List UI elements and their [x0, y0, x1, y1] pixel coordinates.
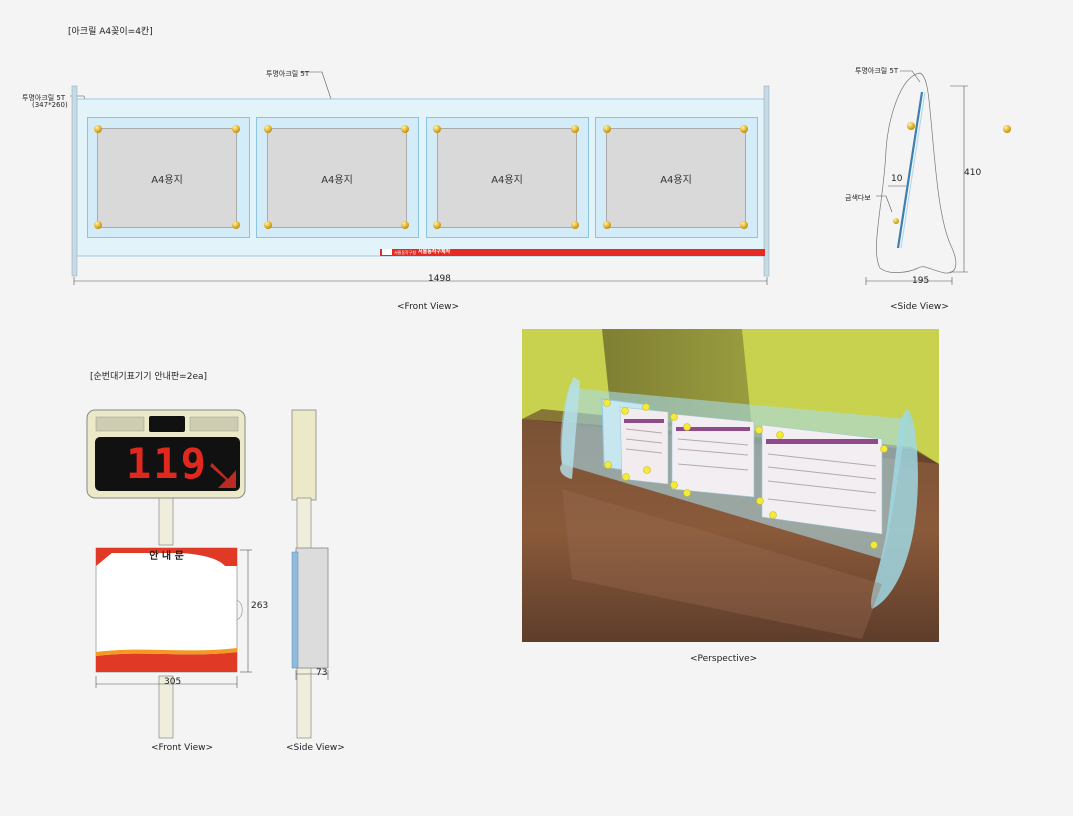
holder-title: [아크릴 A4꽂이=4칸]: [68, 27, 153, 37]
label-left-size: (347*260): [32, 101, 68, 109]
gold-pin: [232, 221, 240, 229]
label-top-acrylic: 투명아크릴 5T: [266, 70, 310, 78]
gold-pin: [740, 125, 748, 133]
gold-pin: [740, 221, 748, 229]
gold-pin: [603, 125, 611, 133]
gold-pin: [893, 218, 899, 224]
gold-pin: [1003, 125, 1011, 133]
width-dimension: 1498: [428, 274, 451, 284]
front-view-caption: <Front View>: [397, 302, 460, 312]
side-label-acrylic: 투명아크릴 5T: [855, 67, 899, 75]
perspective-render: [522, 329, 939, 642]
gold-pin: [401, 221, 409, 229]
notice-height-dimension: 263: [251, 601, 269, 611]
perspective-image: [522, 329, 939, 642]
brand-text: 서울동작구제작: [418, 249, 451, 255]
gold-pin: [571, 125, 579, 133]
paper-2: A4용지: [267, 128, 407, 228]
gold-pin: [603, 221, 611, 229]
base-dimension: 195: [912, 276, 930, 286]
notice-width-dimension: 305: [164, 677, 182, 687]
queue-board-title: [순번대기표기기 안내판=2ea]: [90, 372, 208, 382]
height-dimension: 410: [964, 168, 982, 178]
gold-pin: [401, 125, 409, 133]
gold-pin: [571, 221, 579, 229]
gold-pin: [907, 122, 915, 130]
gold-standoff-label: 금색다보: [845, 194, 871, 202]
paper-4: A4용지: [606, 128, 746, 228]
side-view-caption: <Side View>: [890, 302, 949, 312]
perspective-caption: <Perspective>: [690, 654, 758, 664]
gold-pin: [94, 221, 102, 229]
board-side-view-caption: <Side View>: [286, 743, 345, 753]
notice-title: 안 내 문: [149, 551, 184, 562]
gold-pin: [232, 125, 240, 133]
paper-1: A4용지: [97, 128, 237, 228]
thickness-dimension: 10: [891, 174, 903, 184]
gold-pin: [433, 125, 441, 133]
gold-pin: [94, 125, 102, 133]
gold-pin: [264, 221, 272, 229]
queue-number-display: 119: [126, 439, 208, 488]
gold-pin: [433, 221, 441, 229]
side-depth-dimension: 73: [316, 668, 328, 678]
brand-logo-icon: [382, 249, 392, 255]
board-front-view-caption: <Front View>: [151, 743, 214, 753]
brand-small-text: 서울동작구청: [394, 250, 417, 255]
paper-3: A4용지: [437, 128, 577, 228]
gold-pin: [264, 125, 272, 133]
label-left-acrylic: 투명아크릴 5T: [22, 94, 66, 102]
